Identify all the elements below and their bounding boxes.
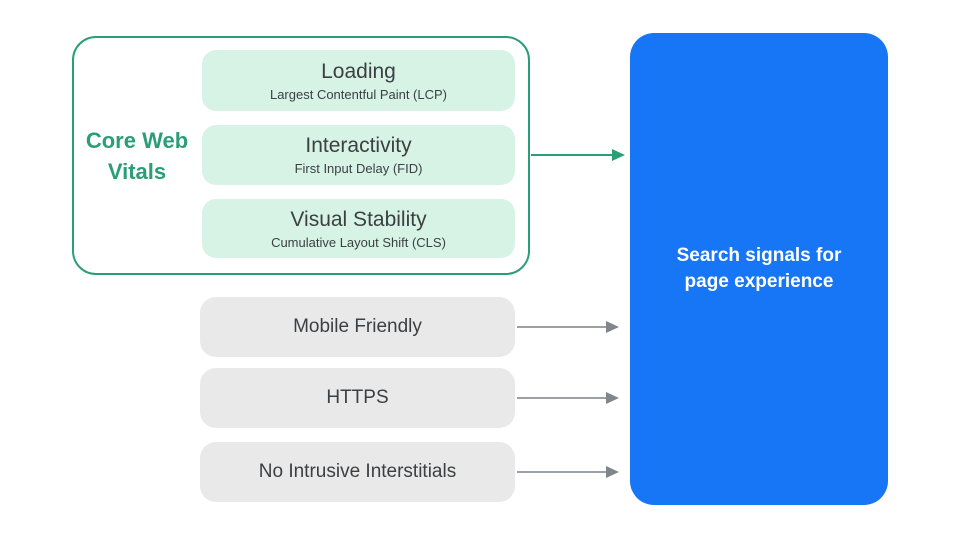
https-arrow-line: [517, 397, 606, 399]
vital-title-interactivity: Interactivity: [305, 134, 412, 157]
vital-title-loading: Loading: [321, 59, 396, 83]
signal-pill-no-intrusive-interstitials: No Intrusive Interstitials: [200, 442, 515, 502]
vital-subtitle-lcp: Largest Contentful Paint (LCP): [269, 86, 448, 102]
https-arrow-right-icon: [606, 392, 619, 404]
no-intrusive-interstitials-arrow-right-icon: [606, 466, 619, 478]
search-signals-result-label: Search signals for page experience: [676, 245, 842, 292]
vital-pill-visual-stability: Visual Stability Cumulative Layout Shift…: [202, 199, 515, 258]
vital-pill-interactivity: Interactivity First Input Delay (FID): [202, 125, 515, 185]
signal-pill-mobile-friendly: Mobile Friendly: [200, 297, 515, 357]
vital-pill-loading: Loading Largest Contentful Paint (LCP): [202, 50, 515, 111]
core-web-vitals-arrow-line: [531, 154, 612, 156]
core-web-vitals-arrow-right-icon: [612, 149, 625, 161]
vital-subtitle-cls: Cumulative Layout Shift (CLS): [271, 234, 446, 250]
no-intrusive-interstitials-arrow-line: [517, 471, 606, 473]
signal-label-mobile-friendly: Mobile Friendly: [293, 316, 422, 337]
core-web-vitals-label: Core Web Vitals: [85, 127, 189, 184]
signal-label-no-intrusive-interstitials: No Intrusive Interstitials: [258, 461, 457, 482]
search-signals-result-box: Search signals for page experience: [630, 33, 888, 505]
vital-subtitle-fid: First Input Delay (FID): [294, 161, 423, 176]
vital-title-visual-stability: Visual Stability: [290, 207, 427, 231]
signal-label-https: HTTPS: [326, 387, 389, 408]
mobile-friendly-arrow-line: [517, 326, 606, 328]
mobile-friendly-arrow-right-icon: [606, 321, 619, 333]
signal-pill-https: HTTPS: [200, 368, 515, 428]
